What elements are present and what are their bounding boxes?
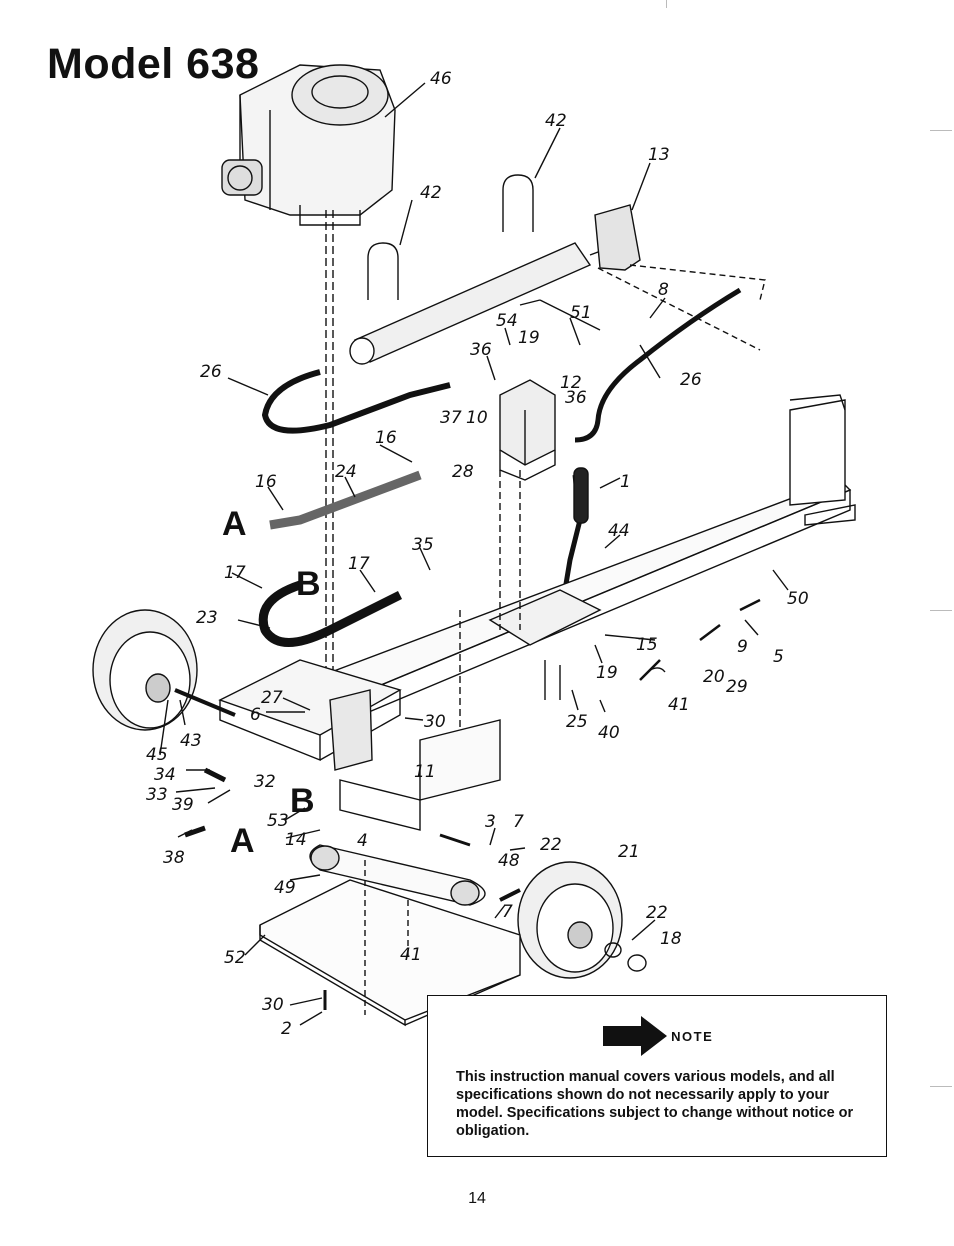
connector-b-upper: B	[296, 565, 321, 603]
frame-assembly	[218, 659, 501, 831]
callout-7: 7	[502, 902, 513, 922]
note-box: NOTE This instruction manual covers vari…	[427, 995, 887, 1157]
callout-36: 36	[470, 340, 492, 360]
hose-23	[258, 580, 403, 647]
note-body: This instruction manual covers various m…	[456, 1069, 854, 1139]
engine-drawing	[221, 64, 396, 226]
callout-42: 42	[545, 111, 567, 131]
callout-24: 24	[335, 462, 357, 482]
callout-2: 2	[281, 1019, 292, 1039]
callout-49: 49	[274, 878, 296, 898]
callout-13: 13	[648, 145, 670, 165]
callout-16: 16	[375, 428, 397, 448]
callout-23: 23	[196, 608, 218, 628]
callout-4: 4	[357, 831, 368, 851]
callout-44: 44	[608, 521, 630, 541]
hydraulic-cylinder	[349, 204, 641, 365]
edge-mark	[930, 130, 952, 131]
note-heading: NOTE	[428, 1014, 886, 1058]
callout-20: 20	[703, 667, 725, 687]
control-valve	[499, 379, 556, 481]
callout-14: 14	[285, 830, 307, 850]
edge-mark	[930, 1086, 952, 1087]
callout-11: 11	[414, 762, 436, 782]
callout-1: 1	[620, 472, 631, 492]
hose-24	[269, 470, 422, 530]
callout-3: 3	[485, 812, 496, 832]
callout-8: 8	[658, 280, 669, 300]
callout-19: 19	[596, 663, 618, 683]
callout-46: 46	[430, 69, 452, 89]
edge-mark	[930, 610, 952, 611]
callout-5: 5	[773, 647, 784, 667]
connector-b-lower: B	[290, 782, 315, 820]
right-wheel	[499, 861, 623, 979]
callout-41: 41	[400, 945, 422, 965]
callout-33: 33	[146, 785, 168, 805]
callout-30: 30	[424, 712, 446, 732]
callout-28: 28	[452, 462, 474, 482]
callout-43: 43	[180, 731, 202, 751]
callout-42: 42	[420, 183, 442, 203]
callout-27: 27	[261, 688, 283, 708]
callout-36: 36	[565, 388, 587, 408]
callout-38: 38	[163, 848, 185, 868]
callout-16: 16	[255, 472, 277, 492]
note-label: NOTE	[671, 1028, 714, 1044]
callout-41: 41	[668, 695, 690, 715]
callout-54: 54	[496, 311, 518, 331]
callout-15: 15	[636, 635, 658, 655]
u-bolt-upper	[502, 174, 534, 232]
callout-7: 7	[513, 812, 524, 832]
callout-30: 30	[262, 995, 284, 1015]
callout-21: 21	[618, 842, 640, 862]
callout-17: 17	[348, 554, 370, 574]
valve-mount-plate	[488, 589, 602, 646]
page-number: 14	[468, 1190, 486, 1207]
callout-22: 22	[646, 903, 668, 923]
drive-belt	[309, 844, 486, 906]
arrow-right-icon	[602, 1016, 667, 1056]
callout-34: 34	[154, 765, 176, 785]
u-bolt-lower	[367, 242, 399, 300]
hose-26-left	[261, 369, 451, 434]
callout-45: 45	[146, 745, 168, 765]
left-wheel	[92, 609, 236, 731]
callout-53: 53	[267, 811, 289, 831]
callout-51: 51	[570, 303, 592, 323]
edge-mark	[666, 0, 667, 8]
callout-37: 37	[440, 408, 462, 428]
connector-a-lower: A	[230, 822, 255, 860]
callout-32: 32	[254, 772, 276, 792]
callout-9: 9	[737, 637, 748, 657]
callout-50: 50	[787, 589, 809, 609]
callout-40: 40	[598, 723, 620, 743]
callout-39: 39	[172, 795, 194, 815]
callout-6: 6	[250, 705, 261, 725]
hose-26-right	[574, 287, 742, 443]
callout-35: 35	[412, 535, 434, 555]
callout-17: 17	[224, 563, 246, 583]
callout-29: 29	[726, 677, 748, 697]
callout-48: 48	[498, 851, 520, 871]
callout-52: 52	[224, 948, 246, 968]
callout-10: 10	[466, 408, 488, 428]
callout-12: 12	[560, 373, 582, 393]
callout-26: 26	[680, 370, 702, 390]
callout-26: 26	[200, 362, 222, 382]
connector-a-upper: A	[222, 505, 247, 543]
callout-22: 22	[540, 835, 562, 855]
callout-25: 25	[566, 712, 588, 732]
callout-18: 18	[660, 929, 682, 949]
page-title: Model 638	[47, 40, 260, 88]
callout-19: 19	[518, 328, 540, 348]
